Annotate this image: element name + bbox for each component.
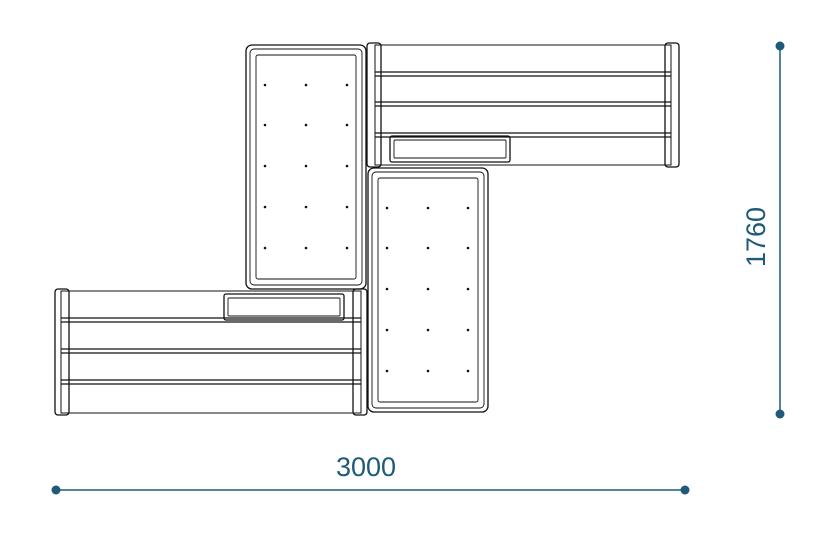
perforation-dot xyxy=(263,246,267,250)
height-dimension-label: 1760 xyxy=(741,207,771,267)
slatted-bench-bottom-left xyxy=(54,288,368,416)
perforation-dot xyxy=(426,328,430,332)
width-dimension: 3000 xyxy=(51,452,690,495)
perforation-dot xyxy=(426,246,430,250)
perforation-dot xyxy=(385,369,389,373)
perforation-dot xyxy=(304,164,308,168)
perforation-dot xyxy=(426,369,430,373)
height-dimension-start-marker xyxy=(775,41,785,51)
perforation-dot xyxy=(263,164,267,168)
perforation-dot xyxy=(466,369,470,373)
perforation-dot xyxy=(426,287,430,291)
perforation-dot xyxy=(304,83,308,87)
width-dimension-start-marker xyxy=(51,485,61,495)
perforation-dot xyxy=(466,206,470,210)
perforated-panel-bottom-right xyxy=(367,167,489,413)
perforation-dot xyxy=(345,164,349,168)
perforation-dot xyxy=(263,205,267,209)
perforation-dot xyxy=(263,123,267,127)
perforation-dot xyxy=(385,328,389,332)
height-dimension: 1760 xyxy=(741,41,785,419)
perforation-dot xyxy=(345,246,349,250)
slatted-bench-top-right xyxy=(366,42,680,168)
perforation-dot xyxy=(345,205,349,209)
perforation-dot xyxy=(345,83,349,87)
perforation-dot xyxy=(385,287,389,291)
perforation-dot xyxy=(304,123,308,127)
perforation-dot xyxy=(345,123,349,127)
perforation-dot xyxy=(385,206,389,210)
perforation-dot xyxy=(263,83,267,87)
height-dimension-end-marker xyxy=(775,409,785,419)
perforation-dot xyxy=(466,287,470,291)
width-dimension-label: 3000 xyxy=(336,452,396,482)
perforation-dot xyxy=(304,205,308,209)
perforation-dot xyxy=(304,246,308,250)
perforation-dot xyxy=(426,206,430,210)
perforated-panel-top-left xyxy=(245,44,367,290)
perforation-dot xyxy=(466,328,470,332)
perforation-dot xyxy=(466,246,470,250)
width-dimension-end-marker xyxy=(680,485,690,495)
perforation-dot xyxy=(385,246,389,250)
